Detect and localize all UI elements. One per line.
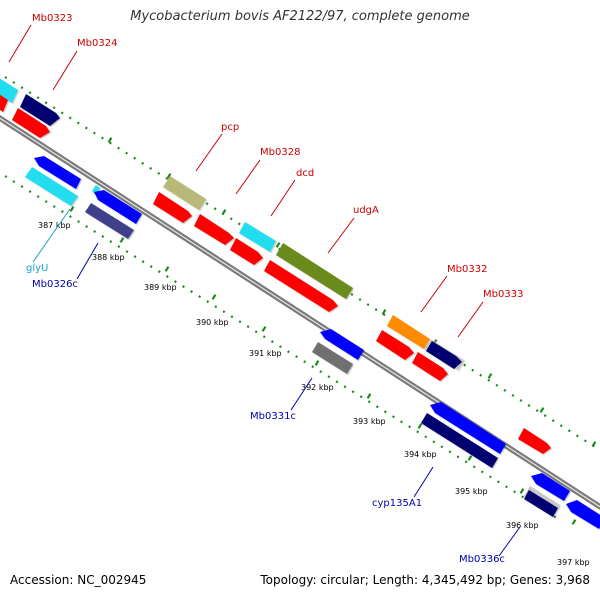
forward-leader-lines bbox=[8, 24, 484, 338]
tick-label: 389 kbp bbox=[144, 283, 177, 292]
inner-dotted-track bbox=[4, 175, 561, 521]
tick-label: 392 kbp bbox=[301, 383, 334, 392]
forward-gene-labels: Mb0323 Mb0324 pcp Mb0328 dcd udgA Mb0332… bbox=[32, 13, 523, 300]
gene-cyan-fwd bbox=[0, 78, 18, 103]
reverse-features bbox=[25, 156, 600, 529]
gene-gray-rev bbox=[312, 342, 353, 374]
tick-label: 394 kbp bbox=[404, 450, 437, 459]
tick-label: 395 kbp bbox=[455, 487, 488, 496]
gene-cyan-arrow bbox=[92, 185, 100, 195]
topology-text: Topology: circular; Length: 4,345,492 bp… bbox=[260, 573, 590, 587]
gene-blue-rev-5 bbox=[531, 473, 570, 501]
gene-blue-rev-2 bbox=[94, 190, 142, 224]
gene-navy-fwd-2 bbox=[426, 341, 462, 369]
gene-red-fwd-6 bbox=[264, 260, 338, 312]
gene-label-mb0328: Mb0328 bbox=[260, 147, 300, 158]
gene-olive-dark bbox=[276, 243, 353, 299]
gene-label-mb0331c: Mb0331c bbox=[250, 411, 296, 422]
tick-label: 387 kbp bbox=[38, 221, 71, 230]
gene-red-fwd-3 bbox=[153, 192, 192, 223]
gene-olive-light bbox=[163, 176, 206, 210]
gene-label-udga: udgA bbox=[353, 205, 379, 216]
gene-navy-rev bbox=[421, 413, 498, 468]
gene-label-mb0332: Mb0332 bbox=[447, 264, 487, 275]
gene-navy-rev-2 bbox=[524, 490, 558, 517]
gene-cyan-rev bbox=[25, 167, 78, 206]
forward-features bbox=[0, 78, 551, 454]
page-title: Mycobacterium bovis AF2122/97, complete … bbox=[130, 9, 470, 24]
gene-red-fwd-9 bbox=[518, 428, 551, 454]
gene-label-cyp135a1: cyp135A1 bbox=[372, 498, 422, 509]
reverse-gene-labels: glyU Mb0326c Mb0331c cyp135A1 Mb0336c bbox=[26, 263, 505, 565]
tick-labels: 387 kbp 388 kbp 389 kbp 390 kbp 391 kbp … bbox=[38, 221, 590, 567]
gene-red-fwd-2 bbox=[12, 108, 50, 138]
gene-purple-rev bbox=[85, 203, 134, 239]
tick-label: 388 kbp bbox=[92, 253, 125, 262]
gene-red-fwd-8 bbox=[412, 352, 448, 381]
gene-red-fwd-7 bbox=[376, 330, 414, 360]
gene-label-mb0323: Mb0323 bbox=[32, 13, 72, 24]
gene-red-fwd-1 bbox=[0, 94, 8, 112]
gene-blue-rev-1 bbox=[34, 156, 81, 189]
gene-red-fwd-5 bbox=[230, 238, 263, 265]
gene-label-mb0326c: Mb0326c bbox=[32, 279, 78, 290]
gene-label-mb0324: Mb0324 bbox=[77, 38, 117, 49]
tick-label: 393 kbp bbox=[353, 417, 386, 426]
gene-label-mb0333: Mb0333 bbox=[483, 289, 523, 300]
gene-blue-rev-4 bbox=[430, 402, 506, 454]
gene-cyan-fwd-2 bbox=[239, 222, 276, 252]
gene-navy-fwd bbox=[20, 94, 60, 126]
tick-label: 391 kbp bbox=[249, 349, 282, 358]
tick-label: 396 kbp bbox=[506, 521, 539, 530]
gene-label-dcd: dcd bbox=[296, 168, 314, 179]
tick-label: 390 kbp bbox=[196, 318, 229, 327]
gene-blue-rev-6 bbox=[566, 500, 600, 529]
gene-label-glyu: glyU bbox=[26, 263, 48, 274]
gene-blue-rev-3 bbox=[320, 329, 364, 360]
gene-label-mb0336c: Mb0336c bbox=[459, 554, 505, 565]
accession-text: Accession: NC_002945 bbox=[10, 573, 147, 587]
gene-orange bbox=[387, 315, 430, 349]
reverse-leader-lines bbox=[32, 208, 521, 557]
gene-label-pcp: pcp bbox=[221, 122, 239, 133]
gene-red-fwd-4 bbox=[194, 214, 234, 245]
tick-label: 397 kbp bbox=[557, 558, 590, 567]
